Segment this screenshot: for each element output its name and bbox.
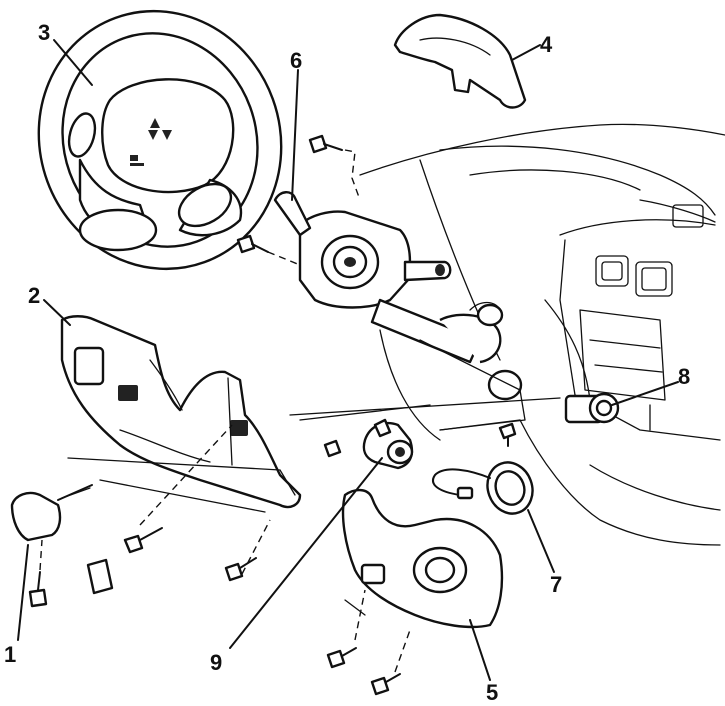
callout-5: 5	[486, 680, 498, 705]
screw-icon	[224, 557, 257, 582]
screw-icon	[308, 134, 343, 154]
manufacturer-logo-icon	[148, 118, 172, 140]
screw-icon	[123, 527, 163, 554]
left-bracket	[10, 484, 93, 542]
screw-icon	[370, 673, 401, 696]
screw-icon	[323, 439, 342, 458]
lower-column-cover	[60, 315, 302, 509]
callout-3: 3	[38, 20, 50, 45]
callout-8: 8	[678, 364, 690, 389]
upper-column-cover	[393, 13, 527, 109]
callout-4: 4	[540, 32, 553, 57]
assembly-lines	[39, 397, 561, 673]
instrument-switch	[564, 392, 620, 424]
clip-icon	[86, 558, 114, 595]
callout-9: 9	[210, 650, 222, 675]
screw-icon	[28, 571, 48, 608]
callout-6: 6	[290, 48, 302, 73]
callout-1: 1	[4, 642, 16, 667]
callout-labels: 1 2 3 4 5 6 7 8 9	[4, 20, 690, 705]
bottom-column-cover	[341, 488, 504, 629]
ignition-switch	[362, 418, 414, 470]
steering-wheel	[37, 9, 283, 271]
screw-icon	[236, 234, 269, 254]
callout-7: 7	[550, 572, 562, 597]
key-ring-illumination	[432, 461, 534, 515]
screw-icon	[326, 647, 357, 669]
callout-2: 2	[28, 283, 40, 308]
screw-icon	[498, 422, 517, 447]
combination-switch	[236, 134, 526, 431]
callout-leaders	[17, 39, 679, 681]
